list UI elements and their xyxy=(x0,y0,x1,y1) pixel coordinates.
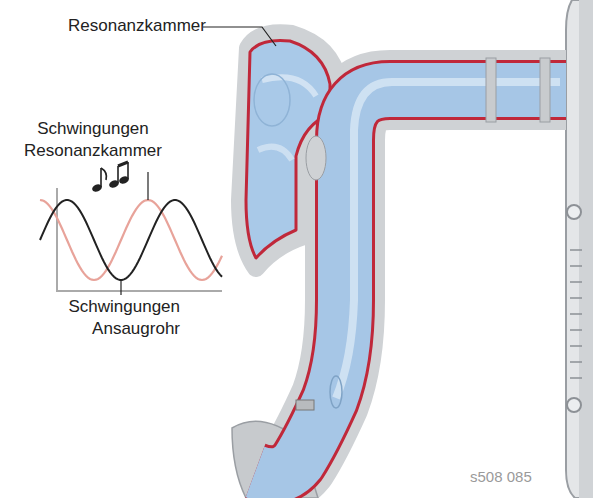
music-notes xyxy=(91,162,130,193)
part-label: Resonanzkammer xyxy=(68,15,206,37)
leader-line xyxy=(121,27,276,295)
graph-label: Schwingungen Resonanzkammer xyxy=(10,118,176,162)
graph-label: Schwingungen Ansaugrohr xyxy=(14,296,180,340)
oscillation-graph xyxy=(40,188,222,292)
housing-rib xyxy=(570,249,582,251)
housing-rib xyxy=(570,329,582,331)
housing-rib xyxy=(570,297,582,299)
housing-rib xyxy=(570,281,582,283)
intake-pipe xyxy=(255,58,566,475)
housing-rib xyxy=(570,361,582,363)
air-filter-housing xyxy=(566,0,593,498)
housing-rib xyxy=(570,345,582,347)
housing-rib xyxy=(570,377,582,379)
housing-rib xyxy=(570,265,582,267)
intake-shell xyxy=(232,33,566,498)
housing-rib xyxy=(570,313,582,315)
figure-number: s508 085 xyxy=(470,466,532,488)
